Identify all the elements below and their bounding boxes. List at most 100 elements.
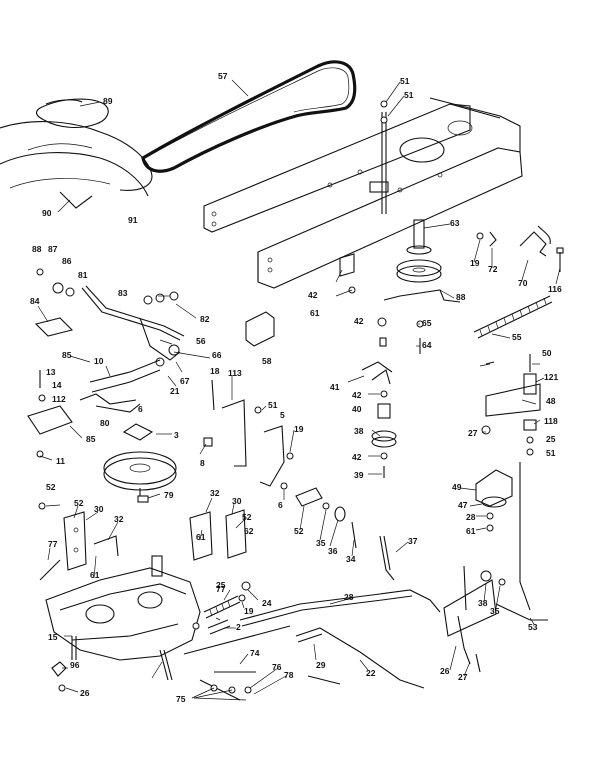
callout-46: 118 — [544, 416, 558, 426]
callout-17: 84 — [30, 296, 40, 306]
callout-85: 2 — [236, 622, 241, 632]
callout-89: 53 — [528, 622, 538, 632]
callout-9: 70 — [518, 278, 528, 288]
callout-33: 80 — [100, 418, 110, 428]
callout-57: 3 — [174, 430, 179, 440]
callout-44: 121 — [544, 372, 558, 382]
center-lower-parts — [295, 487, 395, 581]
callout-34: 6 — [138, 404, 143, 414]
callout-16: 82 — [200, 314, 210, 324]
callout-24: 65 — [422, 318, 432, 328]
callout-14: 81 — [78, 270, 88, 280]
callout-93: 22 — [366, 668, 376, 678]
callout-36: 67 — [180, 376, 190, 386]
callout-10: 116 — [548, 284, 562, 294]
callout-41: 42 — [352, 390, 362, 400]
callout-61: 49 — [452, 482, 462, 492]
transaxle-springs — [192, 581, 251, 635]
callout-19: 42 — [308, 290, 318, 300]
callout-95: 26 — [80, 688, 90, 698]
callout-71: 52 — [242, 512, 252, 522]
leader-lines — [37, 79, 561, 701]
callout-68: 32 — [114, 514, 124, 524]
callout-40: 41 — [330, 382, 340, 392]
callout-69: 32 — [210, 488, 220, 498]
callout-91: 74 — [250, 648, 260, 658]
callout-99: 26 — [440, 666, 450, 676]
callout-66: 52 — [74, 498, 84, 508]
control-rods — [183, 589, 441, 689]
left-linkage — [34, 268, 185, 393]
callout-64: 61 — [466, 526, 476, 536]
callout-15: 83 — [118, 288, 128, 298]
callout-28: 56 — [196, 336, 206, 346]
callout-43: 50 — [542, 348, 552, 358]
callout-49: 27 — [468, 428, 478, 438]
callout-21: 88 — [456, 292, 466, 302]
callout-100: 27 — [458, 672, 468, 682]
callout-39: 51 — [268, 400, 278, 410]
callout-58: 8 — [200, 458, 205, 468]
engine-pulley — [103, 423, 177, 503]
callout-20: 61 — [310, 308, 320, 318]
callout-12: 87 — [48, 244, 58, 254]
callout-27: 10 — [94, 356, 104, 366]
callout-22: 42 — [354, 316, 364, 326]
callout-77: 36 — [328, 546, 338, 556]
callout-47: 5 — [280, 410, 285, 420]
callout-97: 76 — [272, 662, 282, 672]
tension-spring — [473, 295, 553, 339]
left-lower-brackets — [38, 502, 247, 581]
callout-8: 72 — [488, 264, 498, 274]
callout-75: 52 — [294, 526, 304, 536]
callout-32: 112 — [52, 394, 66, 404]
lower-right-bracket — [475, 469, 513, 532]
callout-26: 85 — [62, 350, 72, 360]
callout-96: 75 — [176, 694, 186, 704]
right-bracket-assembly — [416, 320, 541, 611]
callout-30: 13 — [46, 367, 56, 377]
callout-92: 29 — [316, 660, 326, 670]
callout-13: 86 — [62, 256, 72, 266]
callout-65: 52 — [46, 482, 56, 492]
callout-25: 64 — [422, 340, 432, 350]
callout-86: 28 — [344, 592, 354, 602]
callout-76: 35 — [316, 538, 326, 548]
bottom-right-bracket — [443, 565, 548, 673]
callout-72: 62 — [244, 526, 254, 536]
callout-3: 89 — [103, 96, 113, 106]
callout-52: 42 — [352, 452, 362, 462]
brake-linkage — [27, 370, 141, 458]
callout-56: 85 — [86, 434, 96, 444]
callout-38: 113 — [228, 368, 242, 378]
callout-67: 30 — [94, 504, 104, 514]
callout-51: 25 — [546, 434, 556, 444]
callout-81: 25 — [216, 580, 226, 590]
center-shaft-assembly — [380, 100, 442, 283]
callout-5: 91 — [128, 215, 138, 225]
callout-6: 63 — [450, 218, 460, 228]
seat-fender-assembly — [0, 98, 153, 209]
callout-4: 90 — [42, 208, 52, 218]
callout-1: 51 — [400, 76, 410, 86]
callout-79: 37 — [408, 536, 418, 546]
callout-53: 51 — [546, 448, 556, 458]
callout-18: 58 — [262, 356, 272, 366]
callout-63: 28 — [466, 512, 476, 522]
callout-94: 96 — [70, 660, 80, 670]
center-linkage — [203, 379, 294, 490]
callout-98: 78 — [284, 670, 294, 680]
callout-73: 77 — [48, 539, 58, 549]
idler-assembly — [339, 253, 461, 478]
callout-31: 14 — [52, 380, 62, 390]
callout-55: 11 — [56, 456, 65, 466]
transaxle — [45, 555, 201, 681]
callout-54: 39 — [354, 470, 364, 480]
callout-37: 18 — [210, 366, 220, 376]
callout-35: 21 — [170, 386, 180, 396]
callout-2: 51 — [404, 90, 414, 100]
callout-60: 79 — [164, 490, 174, 500]
callout-11: 88 — [32, 244, 42, 254]
